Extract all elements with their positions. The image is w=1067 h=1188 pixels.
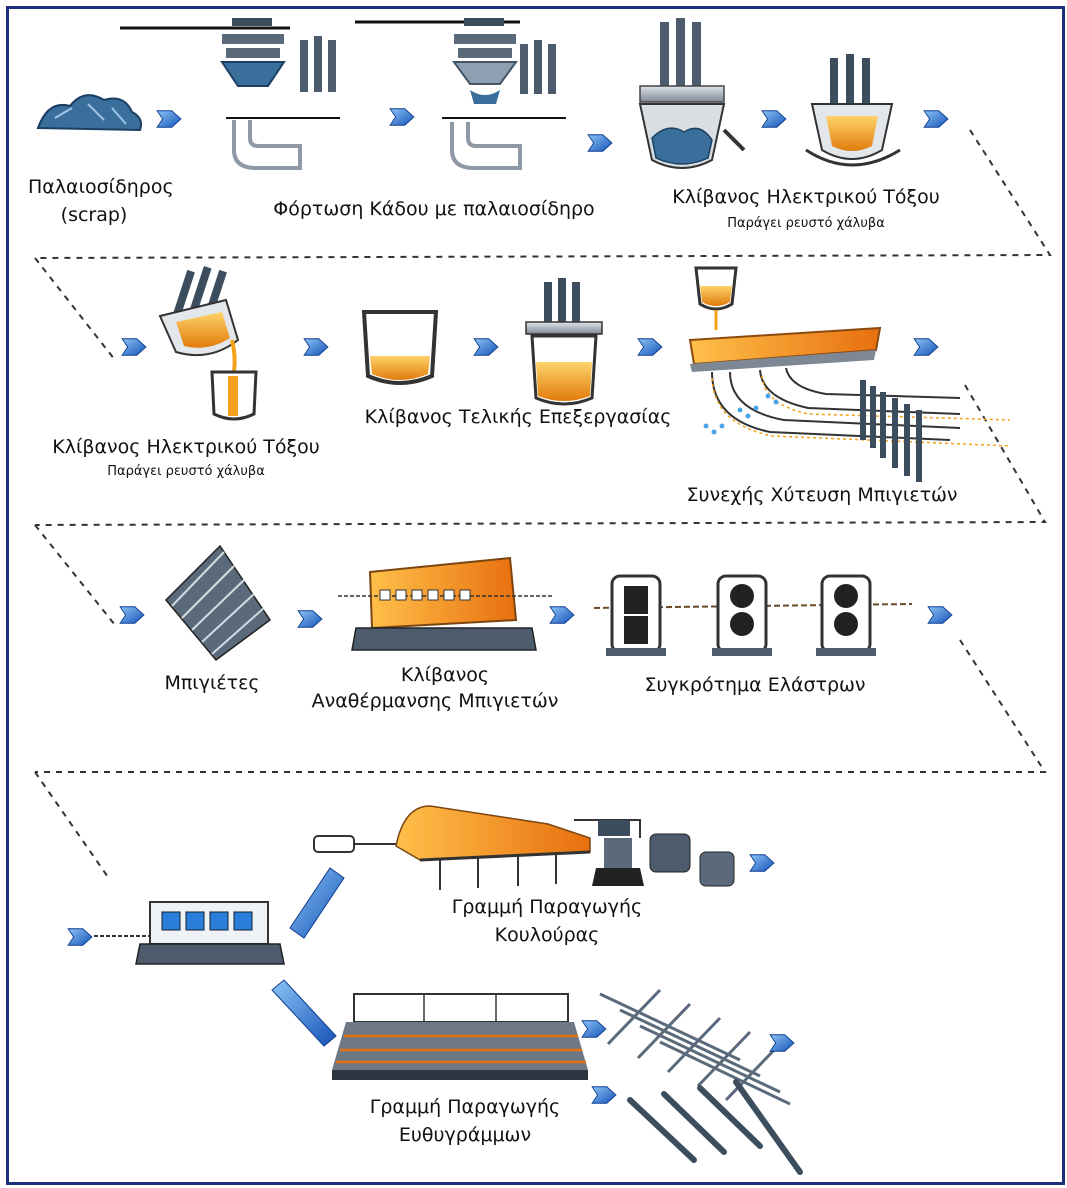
billet-stack-icon [164,544,272,662]
flow-arrow-1 [156,110,182,128]
flow-arrow-2 [389,108,415,126]
eaf-sub-label-2: Παράγει ρευστό χάλυβα [107,464,265,479]
branch-arrow-up [289,867,345,939]
electric-arc-furnace-icon [638,18,746,169]
electric-arc-furnace-molten-icon [805,54,901,167]
row-separators [34,129,1052,881]
flow-arrow-10 [913,338,939,356]
mill-label: Συγκρότημα Ελάστρων [644,674,866,696]
flow-arrow-14 [927,606,953,624]
straight-line-label-2: Ευθυγράμμων [398,1124,532,1146]
flow-arrow-12 [297,610,323,628]
reheat-label-1: Κλίβανος [400,664,490,686]
ladle-furnace-label: Κλίβανος Τελικής Επεξεργασίας [364,406,672,428]
loading-label: Φόρτωση Κάδου με παλαιοσίδηρο [273,198,595,220]
scrap-sub-label: (scrap) [60,204,128,226]
reheating-furnace-icon [338,556,552,651]
coil-line-label-2: Κουλούρας [494,924,600,946]
flow-arrow-19 [769,1034,795,1052]
finishing-station-icon [94,901,285,965]
scrap-label: Παλαιοσίδηρος [28,176,174,198]
flow-arrow-4 [761,110,787,128]
caster-label: Συνεχής Χύτευση Μπιγιετών [686,484,958,506]
flow-arrow-11 [119,606,145,624]
coil-line-icon [313,805,735,890]
tapping-furnace-icon [158,265,258,421]
branch-arrow-down [271,979,337,1047]
coil-line-label-1: Γραμμή Παραγωγής [451,896,643,918]
scrap-bucket-icon [220,18,340,170]
flow-arrow-9 [637,338,663,356]
flow-arrow-15 [67,928,93,946]
rolling-mill-icon [593,574,913,656]
flow-arrow-13 [549,606,575,624]
straight-line-label-1: Γραμμή Παραγωγής [369,1096,561,1118]
scrap-pile-icon [36,94,142,132]
flow-arrow-16 [749,854,775,872]
eaf-label-2: Κλίβανος Ηλεκτρικού Τόξου [52,436,320,458]
ladle-furnace-icon [525,278,603,406]
flow-arrow-8 [473,338,499,356]
eaf-sub-label-1: Παράγει ρευστό χάλυβα [727,216,885,231]
eaf-label-1: Κλίβανος Ηλεκτρικού Τόξου [672,186,940,208]
reheat-label-2: Αναθέρμανσης Μπιγιετών [311,690,559,712]
flow-arrow-7 [303,338,329,356]
rebar-mesh-icon [599,988,791,1106]
straight-bar-line-icon [332,993,588,1080]
ladle-icon [361,310,439,385]
straight-bars-icon [627,1079,803,1175]
continuous-caster-icon [688,266,1011,482]
flow-arrow-5 [923,110,949,128]
flow-arrow-3 [587,134,613,152]
flow-arrow-6 [121,338,147,356]
billets-label: Μπιγιέτες [164,672,260,694]
charging-furnace-icon [442,18,566,170]
flow-arrow-17 [581,1020,607,1038]
